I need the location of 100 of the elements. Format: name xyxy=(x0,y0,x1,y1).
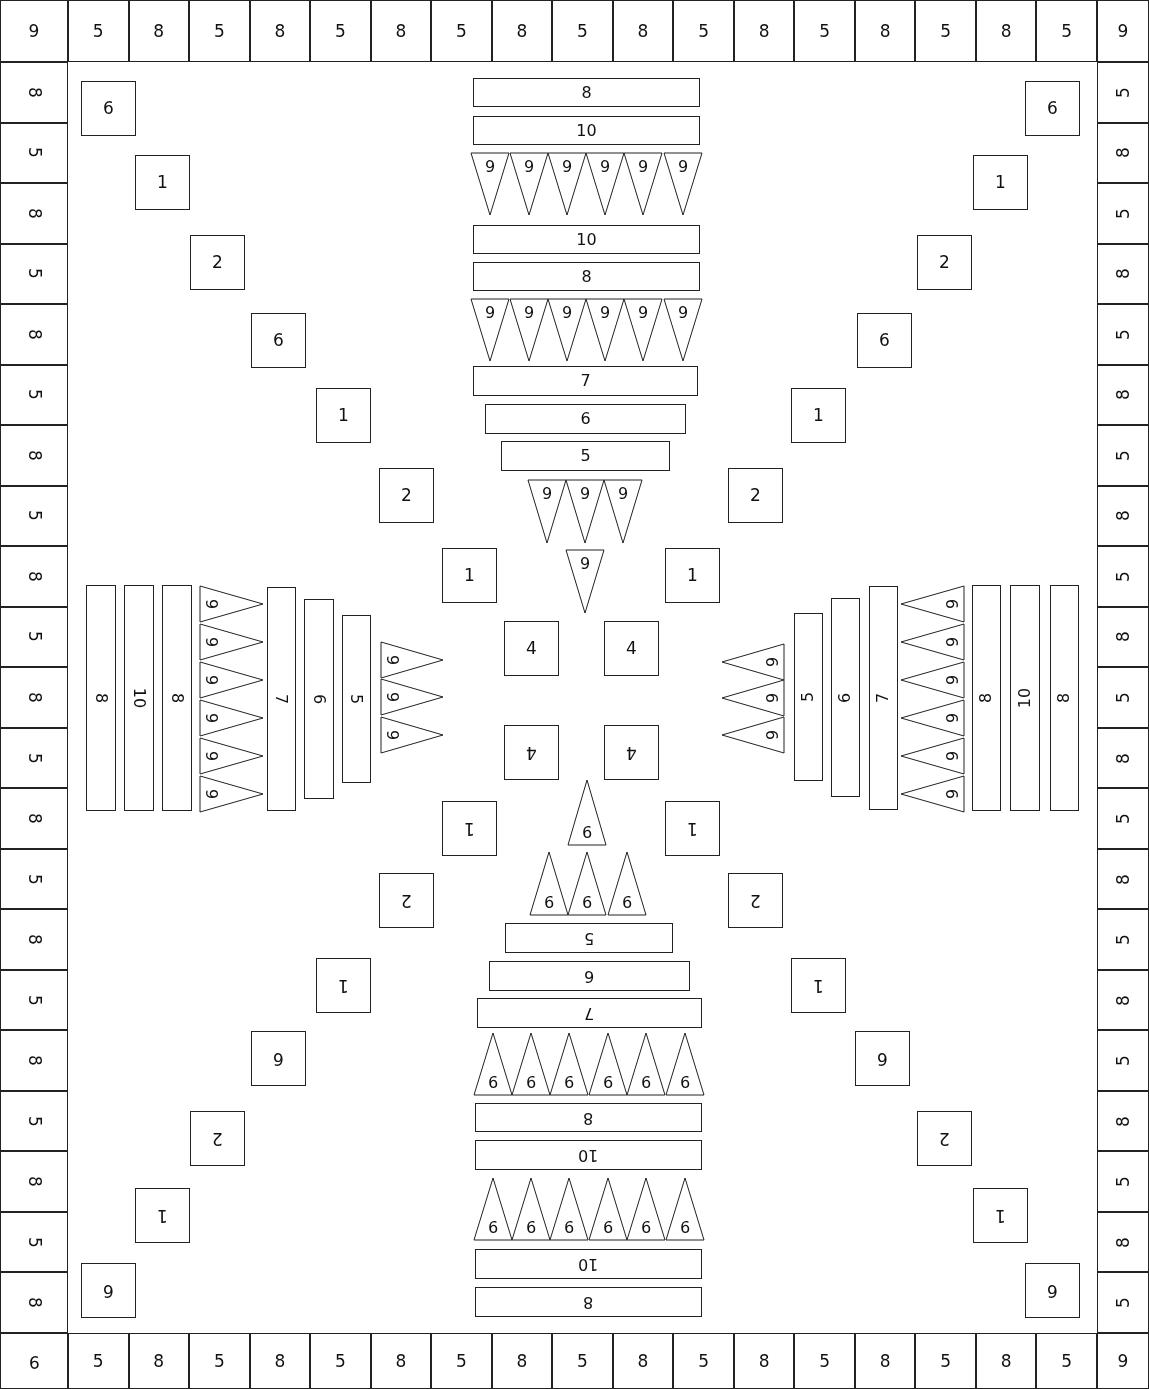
border-cell: 5 xyxy=(0,122,68,184)
number-triangle: 9 xyxy=(200,776,263,812)
number-triangle: 9 xyxy=(586,153,624,215)
number-square: 6 xyxy=(251,313,306,368)
number-square: 4 xyxy=(604,725,659,780)
number-triangle: 9 xyxy=(200,738,263,774)
number-triangle: 9 xyxy=(608,852,646,915)
border-cell: 8 xyxy=(0,788,68,849)
number-triangle: 9 xyxy=(471,299,509,361)
border-cell: 8 xyxy=(854,1333,916,1389)
number-triangle: 9 xyxy=(604,480,642,543)
border-cell: 5 xyxy=(1036,1333,1097,1389)
border-cell: 5 xyxy=(68,0,129,62)
border-cell: 8 xyxy=(0,667,68,728)
number-triangle: 9 xyxy=(381,679,443,715)
number-triangle: 9 xyxy=(901,662,964,698)
number-bar: 6 xyxy=(485,404,686,434)
number-bar: 8 xyxy=(475,1287,702,1317)
border-cell: 5 xyxy=(1097,425,1149,486)
number-triangle: 9 xyxy=(624,153,662,215)
number-bar: 8 xyxy=(473,78,700,107)
number-square: 6 xyxy=(1025,1263,1080,1318)
number-triangle: 9 xyxy=(200,700,263,736)
border-cell: 9 xyxy=(0,1333,68,1389)
border-cell: 8 xyxy=(733,0,795,62)
number-square: 1 xyxy=(665,548,720,603)
number-square: 1 xyxy=(665,801,720,856)
number-square: 1 xyxy=(442,801,497,856)
number-triangle: 9 xyxy=(589,1033,627,1095)
number-bar: 8 xyxy=(162,585,192,811)
number-square: 1 xyxy=(316,388,371,443)
border-cell: 5 xyxy=(68,1333,129,1389)
number-square: 1 xyxy=(973,1188,1028,1243)
border-cell: 8 xyxy=(249,1333,311,1389)
number-bar: 8 xyxy=(475,1103,702,1132)
border-cell: 9 xyxy=(0,0,68,62)
border-cell: 8 xyxy=(0,183,68,244)
number-triangle: 9 xyxy=(474,1033,512,1095)
number-square: 1 xyxy=(973,155,1028,210)
border-cell: 5 xyxy=(0,1090,68,1152)
border-cell: 8 xyxy=(612,1333,674,1389)
number-triangle: 9 xyxy=(624,299,662,361)
number-triangle: 9 xyxy=(664,299,702,361)
border-cell: 8 xyxy=(1097,969,1149,1031)
number-bar: 10 xyxy=(124,585,154,811)
border-cell: 8 xyxy=(249,0,311,62)
border-cell: 5 xyxy=(673,0,734,62)
border-cell: 5 xyxy=(1097,304,1149,365)
number-triangle: 9 xyxy=(200,624,263,660)
number-bar: 6 xyxy=(304,599,334,799)
border-cell: 8 xyxy=(0,546,68,607)
number-square: 1 xyxy=(135,155,190,210)
border-cell: 8 xyxy=(0,304,68,365)
number-triangle: 9 xyxy=(200,586,263,622)
number-triangle: 9 xyxy=(474,1178,512,1240)
border-cell: 5 xyxy=(1036,0,1097,62)
number-bar: 10 xyxy=(473,225,700,254)
border-cell: 5 xyxy=(552,1333,613,1389)
border-cell: 8 xyxy=(1097,848,1149,910)
number-bar: 8 xyxy=(86,585,116,811)
border-cell: 8 xyxy=(0,1151,68,1212)
number-bar: 8 xyxy=(972,585,1001,811)
border-cell: 8 xyxy=(0,1272,68,1333)
border-cell: 8 xyxy=(128,0,190,62)
border-cell: 8 xyxy=(733,1333,795,1389)
border-cell: 5 xyxy=(1097,183,1149,244)
number-triangle: 9 xyxy=(568,780,606,845)
border-cell: 8 xyxy=(128,1333,190,1389)
number-square: 6 xyxy=(251,1031,306,1086)
number-triangle: 9 xyxy=(722,644,784,680)
border-cell: 5 xyxy=(1097,1030,1149,1091)
number-square: 6 xyxy=(81,1263,136,1318)
border-cell: 5 xyxy=(0,969,68,1031)
border-cell: 8 xyxy=(0,1030,68,1091)
border-cell: 8 xyxy=(1097,606,1149,668)
border-cell: 5 xyxy=(1097,909,1149,970)
border-cell: 5 xyxy=(1097,788,1149,849)
number-square: 2 xyxy=(917,1111,972,1166)
border-cell: 8 xyxy=(491,0,553,62)
border-cell: 5 xyxy=(794,1333,855,1389)
number-triangle: 9 xyxy=(901,624,964,660)
border-cell: 5 xyxy=(552,0,613,62)
number-bar: 6 xyxy=(489,961,690,991)
number-triangle: 9 xyxy=(550,1033,588,1095)
number-square: 6 xyxy=(81,81,136,136)
border-cell: 8 xyxy=(0,909,68,970)
number-square: 2 xyxy=(728,468,783,523)
number-triangle: 9 xyxy=(627,1033,665,1095)
number-square: 2 xyxy=(379,873,434,928)
border-cell: 5 xyxy=(0,485,68,547)
border-cell: 8 xyxy=(854,0,916,62)
border-cell: 8 xyxy=(1097,243,1149,305)
number-bar: 7 xyxy=(473,366,698,396)
number-square: 1 xyxy=(791,958,846,1013)
border-cell: 8 xyxy=(975,1333,1037,1389)
border-cell: 8 xyxy=(1097,1211,1149,1273)
number-bar: 5 xyxy=(794,613,823,781)
number-triangle: 9 xyxy=(666,1033,704,1095)
border-cell: 5 xyxy=(189,1333,250,1389)
border-cell: 5 xyxy=(0,606,68,668)
